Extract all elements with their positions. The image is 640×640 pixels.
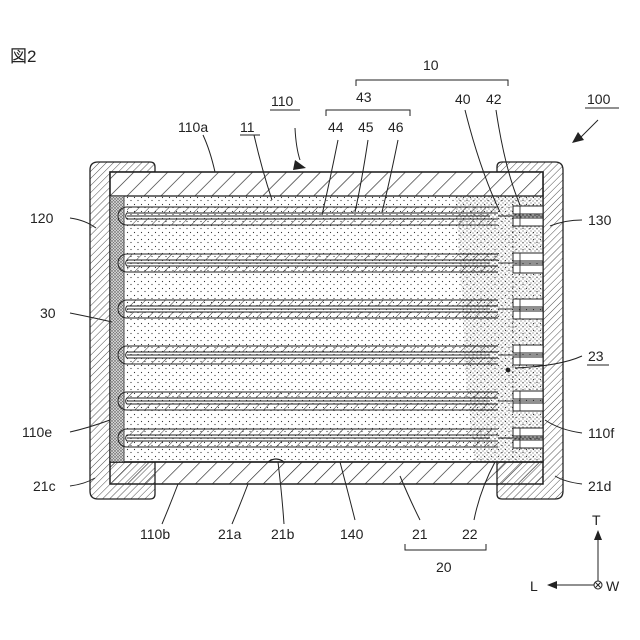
axis-label-t: T (592, 512, 601, 528)
label-10: 10 (423, 57, 439, 73)
label-100: 100 (587, 91, 611, 107)
terminal-tab-bottom-5 (513, 403, 543, 411)
label-130: 130 (588, 212, 612, 228)
label-23: 23 (588, 348, 604, 364)
bracket-43 (326, 110, 410, 116)
terminal-tab-top-1 (513, 206, 543, 214)
body-arrow (293, 160, 306, 170)
terminal-tab-bottom-1 (513, 218, 543, 226)
electrode-strip-bottom-5 (127, 404, 498, 410)
terminal-tab-top-6 (513, 428, 543, 436)
label-22: 22 (462, 526, 478, 542)
electrode-strip-bottom-6 (127, 441, 498, 447)
label-110b: 110b (140, 526, 170, 542)
left-conductive-layer (110, 196, 124, 462)
figure-title: 図2 (10, 47, 36, 66)
label-21a: 21a (218, 526, 242, 542)
label-43: 43 (356, 89, 372, 105)
electrode-strip-bottom-1 (127, 219, 498, 225)
electrode-strip-top-1 (127, 207, 498, 213)
label-110a: 110a (178, 119, 208, 135)
label-110f: 110f (588, 425, 614, 441)
label-30: 30 (40, 305, 56, 321)
label-42: 42 (486, 91, 502, 107)
axis-label-w: W (606, 578, 620, 594)
electrode-strip-top-3 (127, 300, 498, 306)
device-arrow (572, 120, 598, 143)
label-140: 140 (340, 526, 364, 542)
label-44: 44 (328, 119, 344, 135)
electrode-strip-top-4 (127, 346, 498, 352)
electrode-strip-top-2 (127, 254, 498, 260)
terminal-tab-top-4 (513, 345, 543, 353)
terminal-tab-bottom-2 (513, 265, 543, 273)
region-23-marker (506, 368, 511, 373)
electrode-strip-bottom-2 (127, 266, 498, 272)
terminal-tab-bottom-6 (513, 440, 543, 448)
label-21c: 21c (33, 478, 56, 494)
axis-indicator (547, 530, 602, 589)
label-11: 11 (240, 119, 255, 135)
electrode-strip-bottom-4 (127, 358, 498, 364)
bracket-20 (405, 544, 486, 550)
label-110e: 110e (22, 424, 52, 440)
electrode-strip-bottom-3 (127, 312, 498, 318)
electrode-strip-top-6 (127, 429, 498, 435)
bracket-10 (356, 80, 508, 86)
label-21: 21 (412, 526, 428, 542)
label-110: 110 (271, 93, 294, 109)
electrode-strip-top-5 (127, 392, 498, 398)
terminal-tab-top-5 (513, 391, 543, 399)
label-21d: 21d (588, 478, 611, 494)
label-20: 20 (436, 559, 452, 575)
label-21b: 21b (271, 526, 295, 542)
terminal-tab-top-2 (513, 253, 543, 261)
top-cover-layer (110, 172, 543, 196)
axis-label-l: L (530, 578, 538, 594)
terminal-tab-top-3 (513, 299, 543, 307)
terminal-tab-bottom-3 (513, 311, 543, 319)
terminal-tab-bottom-4 (513, 357, 543, 365)
label-40: 40 (455, 91, 471, 107)
label-46: 46 (388, 119, 404, 135)
label-45: 45 (358, 119, 374, 135)
label-120: 120 (30, 210, 54, 226)
bottom-cover-layer (110, 462, 543, 484)
